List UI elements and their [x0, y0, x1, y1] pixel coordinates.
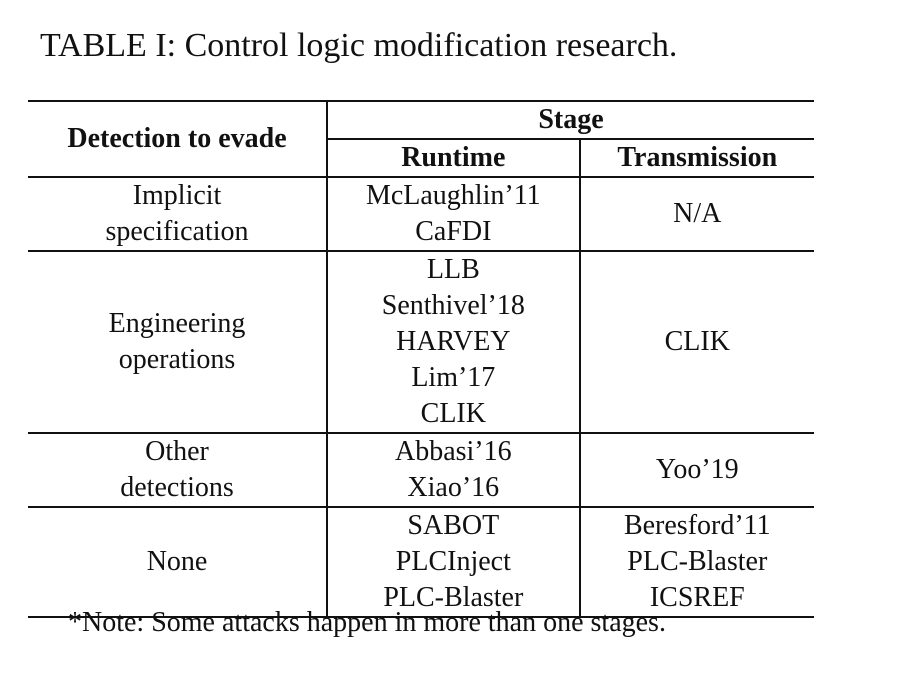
- cell-line: HARVEY: [396, 326, 511, 357]
- cell-line: PLCInject: [395, 546, 511, 577]
- transmission-cell: CLIK: [578, 251, 814, 434]
- detection-cell: None: [28, 507, 328, 618]
- header-stage: Stage: [326, 100, 814, 139]
- cell-line: N/A: [673, 198, 722, 229]
- research-table: Detection to evade Stage Runtime Transmi…: [28, 100, 814, 618]
- table-row: Other detections Abbasi’16 Xiao’16 Yoo’1…: [28, 433, 814, 508]
- cell-line: CaFDI: [415, 216, 492, 247]
- transmission-cell: Yoo’19: [578, 433, 814, 508]
- runtime-cell: LLB Senthivel’18 HARVEY Lim’17 CLIK: [326, 251, 580, 434]
- cell-line: PLC-Blaster: [627, 546, 768, 577]
- cell-line: Yoo’19: [655, 454, 739, 485]
- detection-cell: Engineering operations: [28, 251, 328, 434]
- cell-line: Other: [145, 436, 209, 467]
- cell-line: specification: [105, 216, 249, 247]
- runtime-cell: SABOT PLCInject PLC-Blaster: [326, 507, 580, 618]
- table-row: Engineering operations LLB Senthivel’18 …: [28, 251, 814, 434]
- header-runtime: Runtime: [326, 138, 580, 178]
- cell-line: LLB: [426, 254, 480, 285]
- cell-line: Lim’17: [411, 362, 496, 393]
- table-row: Implicit specification McLaughlin’11 CaF…: [28, 177, 814, 252]
- transmission-cell: N/A: [578, 177, 814, 252]
- cell-line: Beresford’11: [623, 510, 771, 541]
- cell-line: operations: [118, 344, 236, 375]
- cell-line: CLIK: [420, 398, 486, 429]
- table-note: *Note: Some attacks happen in more than …: [68, 607, 666, 638]
- cell-line: Implicit: [132, 180, 222, 211]
- table-caption: TABLE I: Control logic modification rese…: [40, 27, 678, 64]
- header-detection: Detection to evade: [28, 100, 328, 178]
- cell-line: Xiao’16: [407, 472, 500, 503]
- cell-line: None: [146, 546, 208, 577]
- detection-cell: Other detections: [28, 433, 328, 508]
- table-row: None SABOT PLCInject PLC-Blaster Beresfo…: [28, 507, 814, 618]
- cell-line: McLaughlin’11: [365, 180, 541, 211]
- transmission-cell: Beresford’11 PLC-Blaster ICSREF: [578, 507, 814, 618]
- runtime-cell: Abbasi’16 Xiao’16: [326, 433, 580, 508]
- runtime-cell: McLaughlin’11 CaFDI: [326, 177, 580, 252]
- cell-line: CLIK: [664, 326, 730, 357]
- cell-line: Abbasi’16: [394, 436, 512, 467]
- cell-line: Senthivel’18: [381, 290, 525, 321]
- cell-line: detections: [120, 472, 234, 503]
- cell-line: PLC-Blaster: [383, 582, 524, 613]
- cell-line: Engineering: [108, 308, 246, 339]
- cell-line: ICSREF: [649, 582, 745, 613]
- cell-line: SABOT: [407, 510, 500, 541]
- detection-cell: Implicit specification: [28, 177, 328, 252]
- header-transmission: Transmission: [578, 138, 814, 178]
